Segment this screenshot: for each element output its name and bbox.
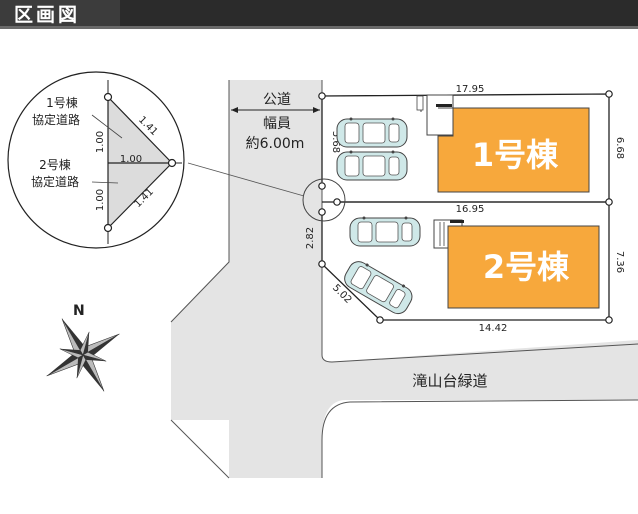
- roads: 公道 幅員 約6.00m 滝山台緑道: [170, 80, 638, 479]
- house-2: 2号棟: [433, 219, 600, 309]
- house-1-porch: [426, 94, 454, 136]
- public-road-label-3: 約6.00m: [246, 136, 305, 152]
- house-1: 1号棟: [416, 94, 590, 193]
- house-2-footprint: [447, 225, 600, 309]
- lot-2-boundary: [321, 201, 610, 321]
- road-edge-right: [321, 80, 638, 363]
- car-icon-1: [336, 117, 408, 148]
- dim-left-lower: 2.82: [305, 227, 316, 249]
- car-icon-3: [349, 216, 421, 247]
- inset-dim-upper-vertical: 1.00: [95, 131, 106, 153]
- house-2-door: [450, 220, 464, 223]
- compass-north-label: N: [73, 303, 85, 319]
- road-edge-left-lower: [170, 419, 230, 479]
- header-tab: [0, 0, 120, 28]
- junction-detail-inset: 1号棟 協定道路 2号棟 協定道路 1.00 1.00 1.00 1.41 1.…: [7, 71, 185, 249]
- car-icon-2: [336, 150, 408, 181]
- house-2-label: 2号棟: [483, 248, 570, 286]
- public-road: [171, 80, 638, 478]
- dim-top: 17.95: [456, 84, 485, 95]
- dim-middle: 16.95: [456, 204, 485, 215]
- dim-bottom: 14.42: [479, 323, 508, 334]
- inset-house-1-road-label: 協定道路: [32, 112, 80, 127]
- junction-magnify-circle: [302, 178, 346, 222]
- inset-dim-lower-vertical: 1.00: [95, 189, 106, 211]
- public-road-label-2: 幅員: [263, 116, 291, 132]
- lot-corner-points: [318, 90, 613, 324]
- road-edge-left: [170, 80, 230, 323]
- page-title: 区画図: [14, 4, 80, 26]
- house-1-footprint: [437, 107, 590, 193]
- compass-rose: N: [46, 303, 120, 392]
- inset-circle: [7, 71, 185, 249]
- public-road-label-1: 公道: [263, 92, 291, 108]
- dim-left-upper: 5.68: [330, 131, 341, 153]
- compass-icon: [46, 318, 120, 392]
- house-1-label: 1号棟: [472, 136, 559, 174]
- road-edge-lower: [321, 399, 638, 478]
- house-1-door: [436, 104, 452, 107]
- dim-right-lower: 7.36: [614, 251, 625, 273]
- lot-boundaries: [321, 93, 610, 321]
- lower-road-label: 滝山台緑道: [412, 372, 487, 390]
- inset-dim-horizontal: 1.00: [120, 154, 142, 165]
- header-underline: [0, 26, 638, 29]
- dim-right-upper: 6.68: [614, 137, 625, 159]
- car-icon-4: [340, 256, 417, 318]
- inset-house-1-label: 1号棟: [46, 95, 78, 110]
- inset-house-2-road-label: 協定道路: [31, 174, 79, 189]
- magnify-leader-line: [187, 162, 305, 197]
- header: 区画図: [0, 0, 638, 29]
- inset-house-2-label: 2号棟: [39, 157, 71, 172]
- road-width-arrow: [231, 107, 320, 113]
